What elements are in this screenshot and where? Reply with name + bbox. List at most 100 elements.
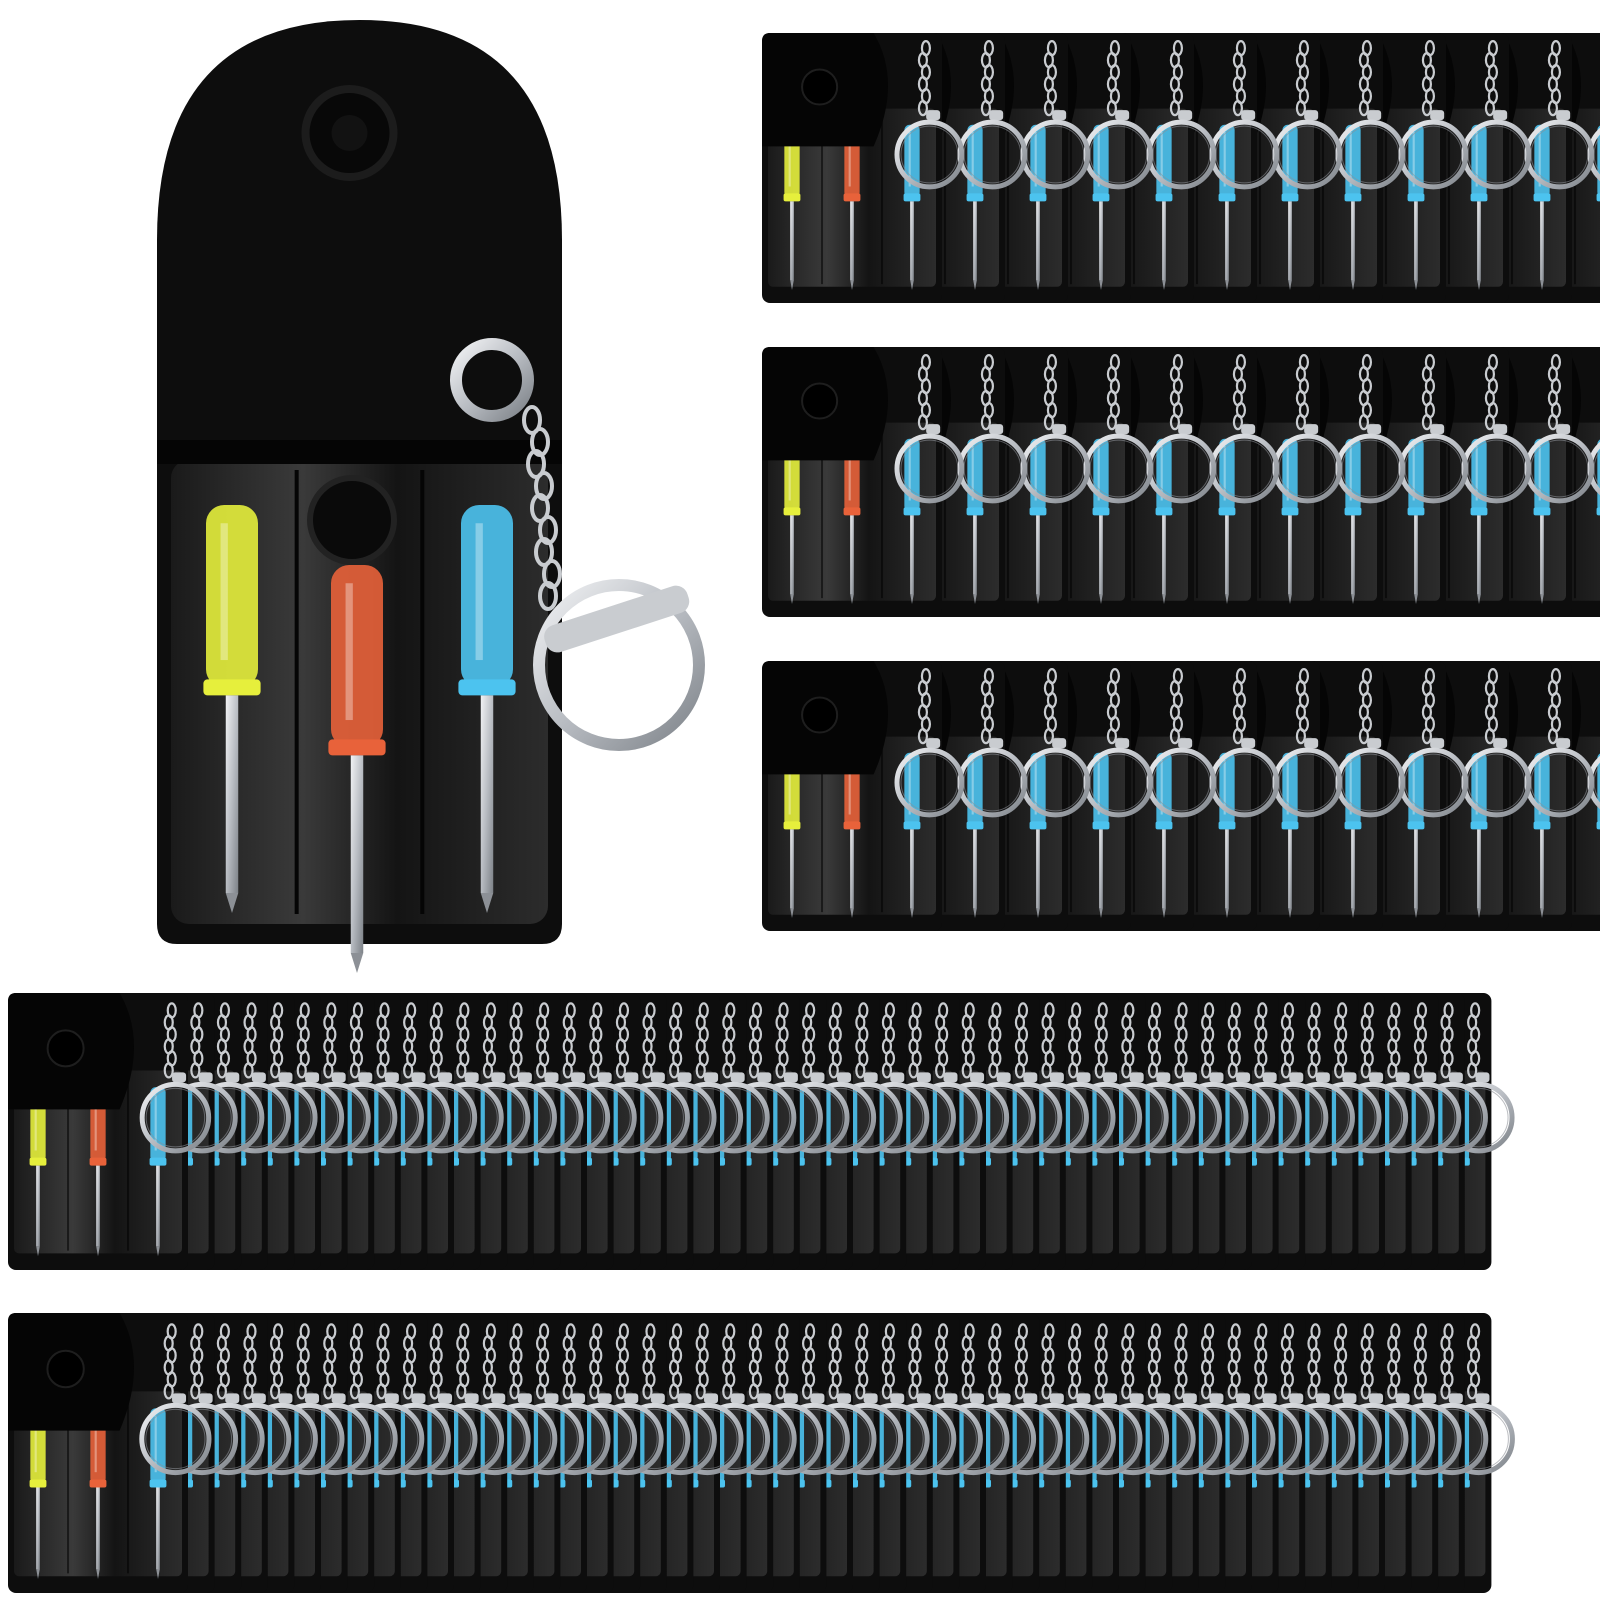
screwdriver-collar [1533, 193, 1551, 202]
ring-clasp [358, 1393, 373, 1404]
ring-clasp [730, 1393, 745, 1404]
screwdriver-icon [328, 565, 386, 973]
screwdriver-shaft [156, 1165, 160, 1247]
screwdriver-tip [1540, 594, 1544, 604]
chain-icon [917, 354, 932, 431]
ring-clasp [624, 1072, 639, 1083]
chain-icon [1484, 354, 1499, 431]
ring-clasp [1262, 1072, 1277, 1083]
ring-clasp [1209, 1072, 1224, 1083]
screwdriver-highlight [788, 446, 791, 501]
ring-clasp [384, 1393, 399, 1404]
chain-link [1235, 354, 1247, 371]
ring-clasp [1129, 1393, 1144, 1404]
ring-clasp [1304, 110, 1319, 121]
ring-clasp [1241, 424, 1256, 435]
screwdriver-shaft [790, 201, 794, 280]
ring-clasp [225, 1072, 240, 1083]
chain-icon [1421, 39, 1436, 117]
ring-clasp [1115, 110, 1130, 121]
screwdriver-tip [1036, 280, 1040, 290]
screwdriver-highlight [1223, 446, 1226, 501]
ring-clasp [1178, 738, 1193, 749]
pouch-row-3 [762, 661, 1600, 931]
ring-clasp [411, 1393, 426, 1404]
screwdriver-highlight [1538, 446, 1541, 501]
ring-clasp [597, 1072, 612, 1083]
screwdriver-shaft [1099, 829, 1103, 908]
screwdriver-collar [203, 679, 261, 696]
screwdriver-highlight [1349, 446, 1352, 501]
ring-clasp [810, 1393, 825, 1404]
screwdriver-collar [1092, 821, 1110, 830]
chain-link [1487, 667, 1499, 685]
ring-clasp [1052, 424, 1067, 435]
chain-icon [1106, 39, 1121, 117]
ring-clasp [1315, 1072, 1330, 1083]
screwdriver-collar [149, 1479, 167, 1488]
screwdriver-collar [966, 821, 984, 830]
screwdriver-tip [1162, 594, 1166, 604]
screwdriver-highlight [1538, 760, 1541, 815]
ring-clasp [1430, 738, 1445, 749]
screwdriver-tip [480, 893, 494, 913]
screwdriver-highlight [1160, 132, 1163, 187]
ring-clasp [1182, 1072, 1197, 1083]
ring-clasp [1493, 110, 1508, 121]
screwdriver-highlight [1286, 132, 1289, 187]
ring-clasp [1241, 738, 1256, 749]
screwdriver-highlight [848, 132, 851, 187]
screwdriver-highlight [971, 446, 974, 501]
ring-clasp [1076, 1393, 1091, 1404]
split-ring-icon [894, 433, 965, 504]
chain-link [1424, 667, 1436, 685]
screwdriver-tip [1099, 280, 1103, 290]
ring-clasp [677, 1072, 692, 1083]
ring-clasp [926, 738, 941, 749]
screwdriver-tip [973, 280, 977, 290]
snap-button-icon [46, 1029, 85, 1068]
screwdriver-collar [1092, 193, 1110, 202]
ring-clasp [491, 1072, 506, 1083]
keychain-pouch-icon [762, 661, 965, 931]
screwdriver-collar [89, 1479, 107, 1488]
ring-clasp [1115, 424, 1130, 435]
chain-icon [980, 39, 995, 117]
ring-clasp [783, 1393, 798, 1404]
screwdriver-highlight [475, 523, 483, 661]
ring-clasp [1023, 1393, 1038, 1404]
screwdriver-tip [790, 594, 794, 604]
screwdriver-tip [1477, 280, 1481, 290]
screwdriver-highlight [1160, 446, 1163, 501]
ring-clasp [1430, 424, 1445, 435]
ring-clasp [1103, 1072, 1118, 1083]
ring-clasp [863, 1072, 878, 1083]
ring-clasp [757, 1393, 772, 1404]
ring-clasp [544, 1393, 559, 1404]
chain-icon [1484, 667, 1499, 745]
chain-link [1487, 354, 1499, 371]
ring-clasp [331, 1393, 346, 1404]
ring-clasp [1304, 738, 1319, 749]
screwdriver-highlight [1286, 446, 1289, 501]
screwdriver-highlight [1475, 446, 1478, 501]
ring-clasp [1367, 738, 1382, 749]
ring-clasp [677, 1393, 692, 1404]
chain-link [983, 39, 995, 57]
ring-clasp [517, 1393, 532, 1404]
snap-button-icon [801, 382, 839, 420]
ring-clasp [916, 1393, 931, 1404]
chain-link [1550, 39, 1562, 57]
ring-clasp [331, 1072, 346, 1083]
ring-clasp [989, 110, 1004, 121]
ring-clasp [970, 1393, 985, 1404]
screwdriver-tip [973, 594, 977, 604]
pouch-row-2 [762, 347, 1600, 617]
ring-clasp [544, 585, 690, 653]
chain-link [1298, 354, 1310, 371]
ring-clasp [943, 1393, 958, 1404]
ring-clasp [1023, 1072, 1038, 1083]
screwdriver-collar [1470, 821, 1488, 830]
